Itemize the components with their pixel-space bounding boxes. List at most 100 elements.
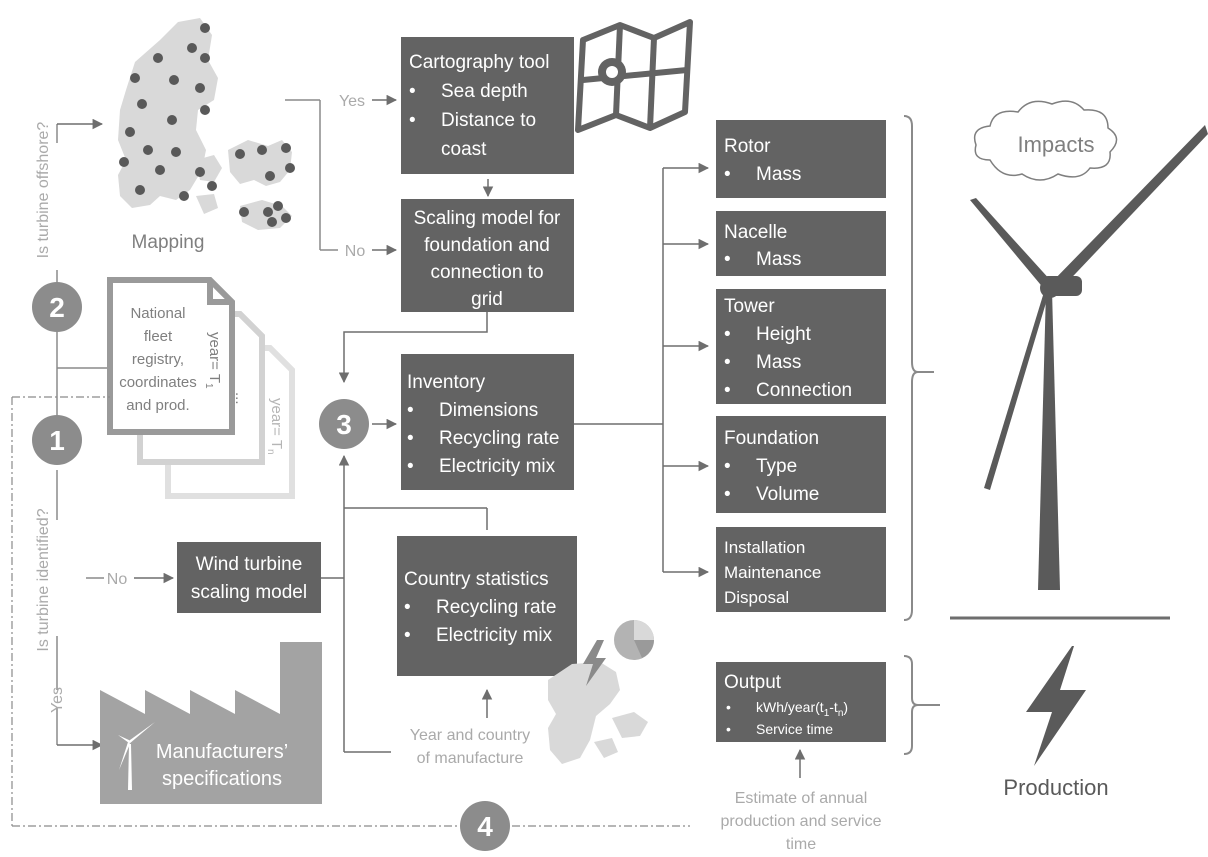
svg-text:Recycling rate: Recycling rate xyxy=(436,597,556,618)
svg-text:•: • xyxy=(724,456,731,477)
no-label-offshore: No xyxy=(345,243,366,260)
svg-text:Country statistics: Country statistics xyxy=(404,569,549,590)
tower-box: Tower • Height • Mass • Connection xyxy=(716,289,886,404)
svg-text:Manufacturers’: Manufacturers’ xyxy=(156,741,288,763)
svg-text:Scaling model for: Scaling model for xyxy=(414,208,561,229)
svg-text:Recycling rate: Recycling rate xyxy=(439,428,559,449)
svg-text:scaling model: scaling model xyxy=(191,582,307,603)
svg-text:•: • xyxy=(407,456,414,477)
arrow-scaling-to-step3 xyxy=(338,312,488,384)
svg-text:•: • xyxy=(407,428,414,449)
inventory-box: Inventory • Dimensions • Recycling rate • E… xyxy=(401,354,574,490)
wind-turbine-icon xyxy=(970,125,1208,590)
svg-text:•: • xyxy=(724,249,731,270)
svg-text:1: 1 xyxy=(49,425,65,456)
rotor-box: Rotor • Mass xyxy=(716,120,886,198)
svg-text:•: • xyxy=(407,400,414,421)
svg-text:•: • xyxy=(404,625,411,646)
svg-text:Connection: Connection xyxy=(756,380,852,401)
cartography-tool-box: Cartography tool •Sea depth •Distance to… xyxy=(401,37,574,174)
document-stack-icon xyxy=(107,277,295,499)
svg-text:•: • xyxy=(724,324,731,345)
svg-text:Height: Height xyxy=(756,324,812,345)
yes-label-identified: Yes xyxy=(49,687,66,713)
svg-text:Disposal: Disposal xyxy=(724,588,789,607)
installation-box: Installation Maintenance Disposal xyxy=(716,527,886,612)
yes-label-offshore: Yes xyxy=(339,93,365,110)
year-country-label: Year and country of manufacture xyxy=(410,727,530,767)
production-label: Production xyxy=(1003,775,1108,800)
svg-text:Tower: Tower xyxy=(724,296,775,317)
country-statistics-box: Country statistics • Recycling rate • Elec… xyxy=(397,536,577,676)
document-front-text: National fleet registry, coordinates and… xyxy=(119,305,197,414)
nacelle-box: Nacelle •Mass xyxy=(716,211,886,276)
question-identified-label: Is turbine identified? xyxy=(35,508,52,651)
svg-text:and prod.: and prod. xyxy=(126,397,189,414)
document-year-1: year= T1 xyxy=(203,332,223,389)
step-3-badge: 3 xyxy=(319,399,369,449)
svg-text:Volume: Volume xyxy=(756,484,819,505)
electricity-icon xyxy=(583,640,606,686)
svg-text:Inventory: Inventory xyxy=(407,372,486,393)
svg-text:Dimensions: Dimensions xyxy=(439,400,538,421)
country-map-icon xyxy=(548,662,648,764)
svg-text:3: 3 xyxy=(336,409,352,440)
svg-text:registry,: registry, xyxy=(132,351,184,368)
pie-chart-icon xyxy=(614,620,654,660)
left-flow-lines xyxy=(56,124,108,745)
svg-text:kWh/year(t1-tn): kWh/year(t1-tn) xyxy=(756,699,848,719)
svg-text:•: • xyxy=(724,164,731,185)
svg-text:of manufacture: of manufacture xyxy=(417,750,524,767)
impacts-label: Impacts xyxy=(1017,132,1094,157)
svg-text:•: • xyxy=(409,110,416,131)
svg-text:Sea depth: Sea depth xyxy=(441,81,528,102)
brackets xyxy=(903,115,940,755)
svg-text:Mass: Mass xyxy=(756,352,801,373)
question-offshore-label: Is turbine offshore? xyxy=(35,122,52,259)
svg-text:foundation and: foundation and xyxy=(424,235,550,256)
document-ellipsis: ... xyxy=(232,392,249,405)
svg-text:Type: Type xyxy=(756,456,797,477)
svg-text:Year and country: Year and country xyxy=(410,727,530,744)
feedback-loop-lines xyxy=(11,396,690,827)
svg-text:production and service: production and service xyxy=(721,813,882,830)
wind-turbine-small-icon xyxy=(118,722,155,790)
svg-text:•: • xyxy=(724,380,731,401)
svg-text:Output: Output xyxy=(724,672,782,693)
manufacturers-label: Manufacturers’ specifications xyxy=(156,741,288,790)
svg-text:Nacelle: Nacelle xyxy=(724,222,787,243)
svg-text:•: • xyxy=(404,597,411,618)
svg-text:National: National xyxy=(130,305,185,322)
scaling-foundation-box: Scaling model for foundation and connect… xyxy=(401,199,574,312)
svg-text:Maintenance: Maintenance xyxy=(724,563,821,582)
svg-text:Foundation: Foundation xyxy=(724,428,819,449)
svg-text:Electricity mix: Electricity mix xyxy=(436,625,553,646)
svg-text:•: • xyxy=(724,352,731,373)
step-2-badge: 2 xyxy=(32,282,82,332)
svg-text:Distance to: Distance to xyxy=(441,110,536,131)
svg-text:grid: grid xyxy=(471,289,503,310)
output-box: Output • kWh/year(t1-tn) • Service time xyxy=(716,662,886,742)
svg-text:fleet: fleet xyxy=(144,328,173,345)
step-4-badge: 4 xyxy=(460,801,510,851)
svg-text:Mass: Mass xyxy=(756,164,801,185)
svg-text:2: 2 xyxy=(49,292,65,323)
mapping-label: Mapping xyxy=(132,232,205,253)
svg-text:coordinates: coordinates xyxy=(119,374,197,391)
svg-text:Service time: Service time xyxy=(756,721,833,737)
svg-text:Installation: Installation xyxy=(724,538,805,557)
foundation-box: Foundation • Type • Volume xyxy=(716,416,886,513)
inventory-to-components-lines xyxy=(574,168,664,572)
svg-text:Rotor: Rotor xyxy=(724,136,771,157)
svg-text:connection to: connection to xyxy=(430,262,543,283)
svg-text:time: time xyxy=(786,836,816,853)
estimate-label: Estimate of annual production and servic… xyxy=(721,790,882,853)
svg-text:Electricity mix: Electricity mix xyxy=(439,456,556,477)
svg-text:Wind turbine: Wind turbine xyxy=(196,554,303,575)
svg-text:Cartography tool: Cartography tool xyxy=(409,52,549,73)
document-year-n: year= Tn xyxy=(265,398,285,455)
svg-text:•: • xyxy=(726,699,731,715)
svg-text:•: • xyxy=(724,484,731,505)
svg-text:specifications: specifications xyxy=(162,768,282,790)
